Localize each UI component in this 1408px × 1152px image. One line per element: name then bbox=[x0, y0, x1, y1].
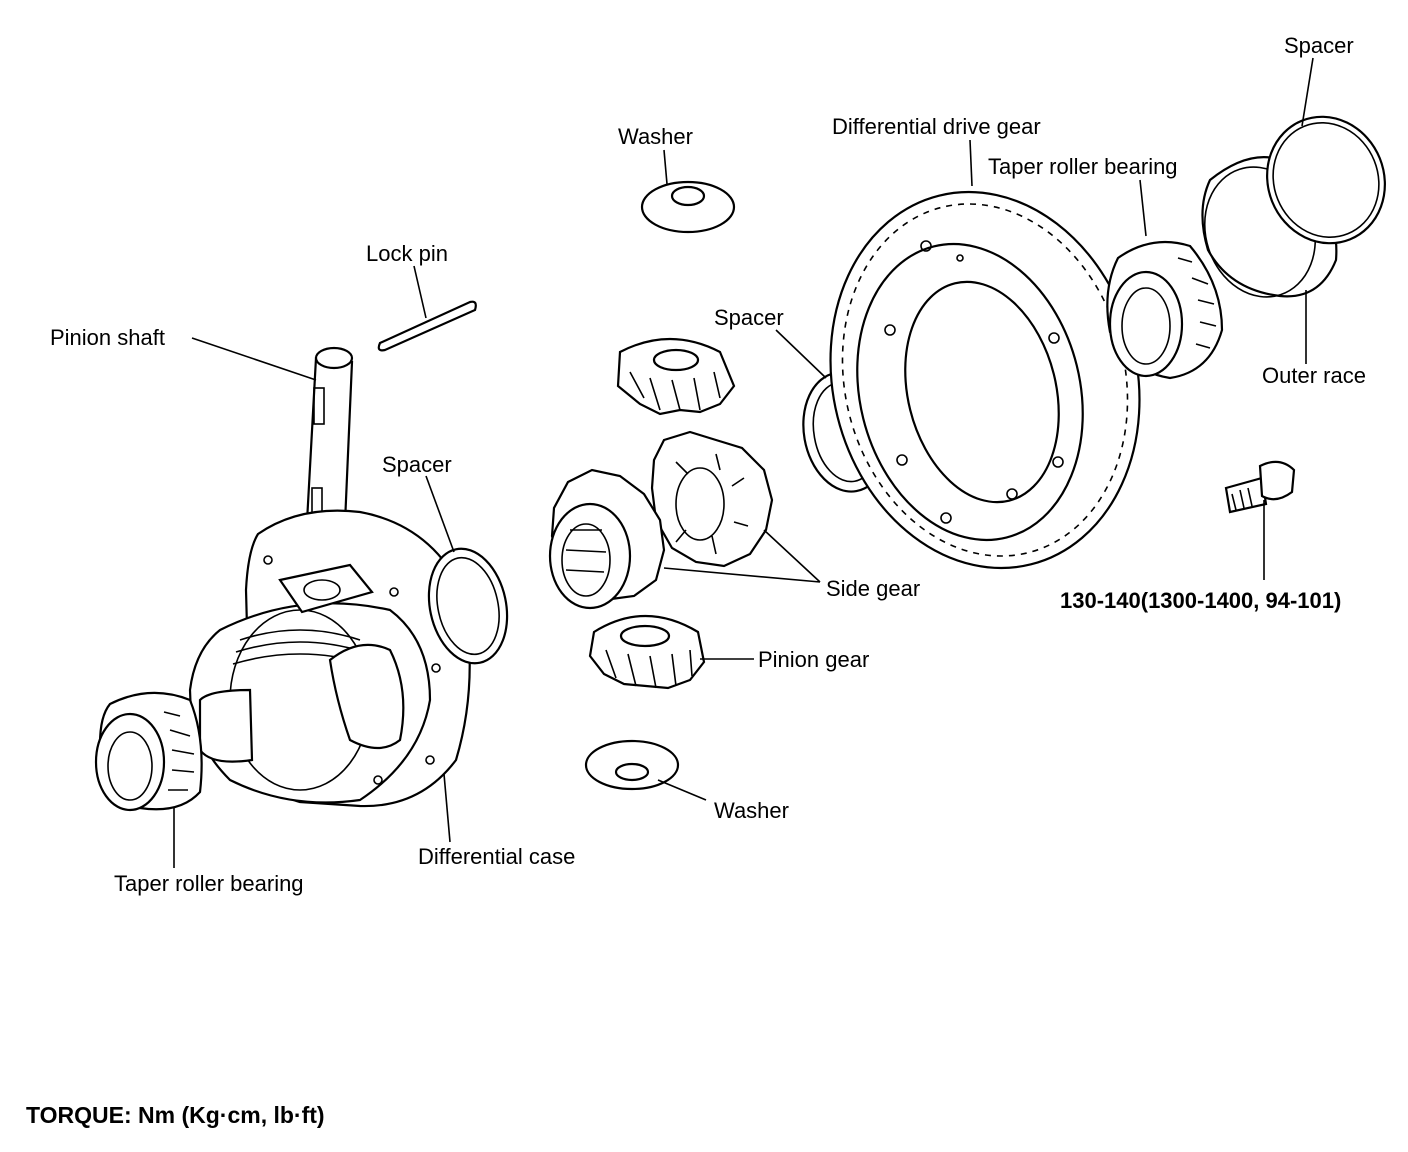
taper-roller-bearing-left-part bbox=[94, 691, 203, 812]
label-bolt-torque: 130-140(1300-1400, 94-101) bbox=[1060, 588, 1342, 613]
label-spacer-case: Spacer bbox=[382, 452, 452, 477]
pinion-gear-bottom-part bbox=[588, 615, 706, 690]
washer-top-part bbox=[640, 180, 736, 234]
leader-lines bbox=[173, 57, 1314, 868]
differential-drive-gear-part bbox=[829, 190, 1141, 570]
label-side-gear: Side gear bbox=[826, 576, 921, 601]
lock-pin-part bbox=[377, 300, 477, 352]
label-pinion-shaft: Pinion shaft bbox=[50, 325, 165, 350]
taper-roller-bearing-right-part bbox=[1106, 240, 1224, 380]
torque-units-note: TORQUE: Nm (Kg·cm, lb·ft) bbox=[26, 1102, 325, 1128]
label-differential-drive-gear: Differential drive gear bbox=[832, 114, 1041, 139]
label-washer-top: Washer bbox=[618, 124, 693, 149]
side-gear-rear-part bbox=[650, 430, 774, 568]
washer-bottom-part bbox=[584, 739, 680, 791]
label-lock-pin: Lock pin bbox=[366, 241, 448, 266]
spacer-top-right-part bbox=[1266, 115, 1386, 245]
label-taper-roller-bearing-right: Taper roller bearing bbox=[988, 154, 1178, 179]
label-spacer-middle: Spacer bbox=[714, 305, 784, 330]
bolt-part bbox=[1224, 460, 1296, 514]
pinion-gear-top-part bbox=[616, 338, 736, 416]
label-washer-bottom: Washer bbox=[714, 798, 789, 823]
spacer-case-part bbox=[427, 547, 509, 665]
label-outer-race: Outer race bbox=[1262, 363, 1366, 388]
side-gear-front-part bbox=[548, 468, 666, 610]
label-spacer-top-right: Spacer bbox=[1284, 33, 1354, 58]
label-taper-roller-bearing-left: Taper roller bearing bbox=[114, 871, 304, 896]
label-pinion-gear: Pinion gear bbox=[758, 647, 870, 672]
label-differential-case: Differential case bbox=[418, 844, 576, 869]
differential-case-part bbox=[188, 509, 471, 808]
